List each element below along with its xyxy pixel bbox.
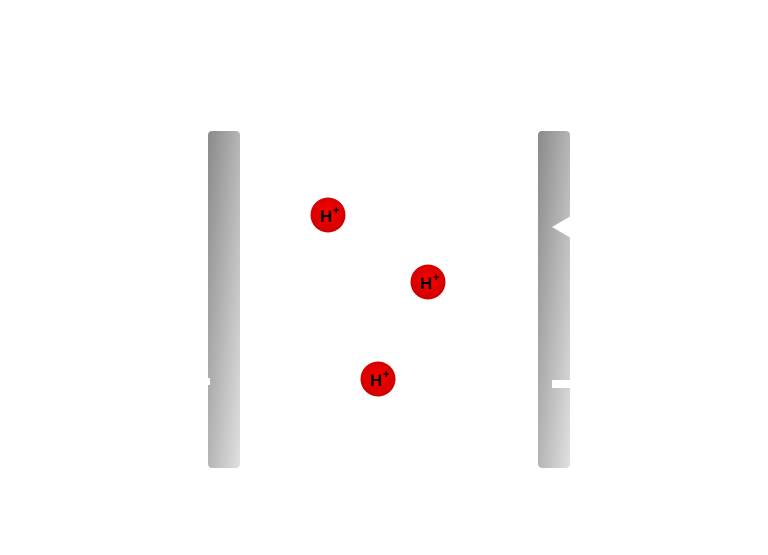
- ion-3-label: H: [370, 371, 382, 390]
- ion-2: H +: [410, 264, 446, 300]
- left-electrode: [206, 131, 240, 468]
- ion-2-charge: +: [433, 272, 439, 284]
- right-electrode-slot-notch: [552, 380, 571, 388]
- ion-1-label: H: [320, 207, 332, 226]
- right-electrode-plate: [538, 131, 570, 468]
- ion-2-circle: [410, 264, 446, 300]
- right-electrode: [538, 131, 571, 468]
- ion-2-label: H: [420, 274, 432, 293]
- right-electrode-v-notch: [552, 216, 571, 238]
- ion-3: H +: [360, 361, 396, 397]
- left-electrode-plate: [208, 131, 240, 468]
- ion-3-circle: [360, 361, 396, 397]
- ion-1-charge: +: [333, 205, 339, 217]
- ion-1-circle: [310, 197, 346, 233]
- ion-1: H +: [310, 197, 346, 233]
- left-electrode-notch: [206, 378, 210, 385]
- ion-3-charge: +: [383, 369, 389, 381]
